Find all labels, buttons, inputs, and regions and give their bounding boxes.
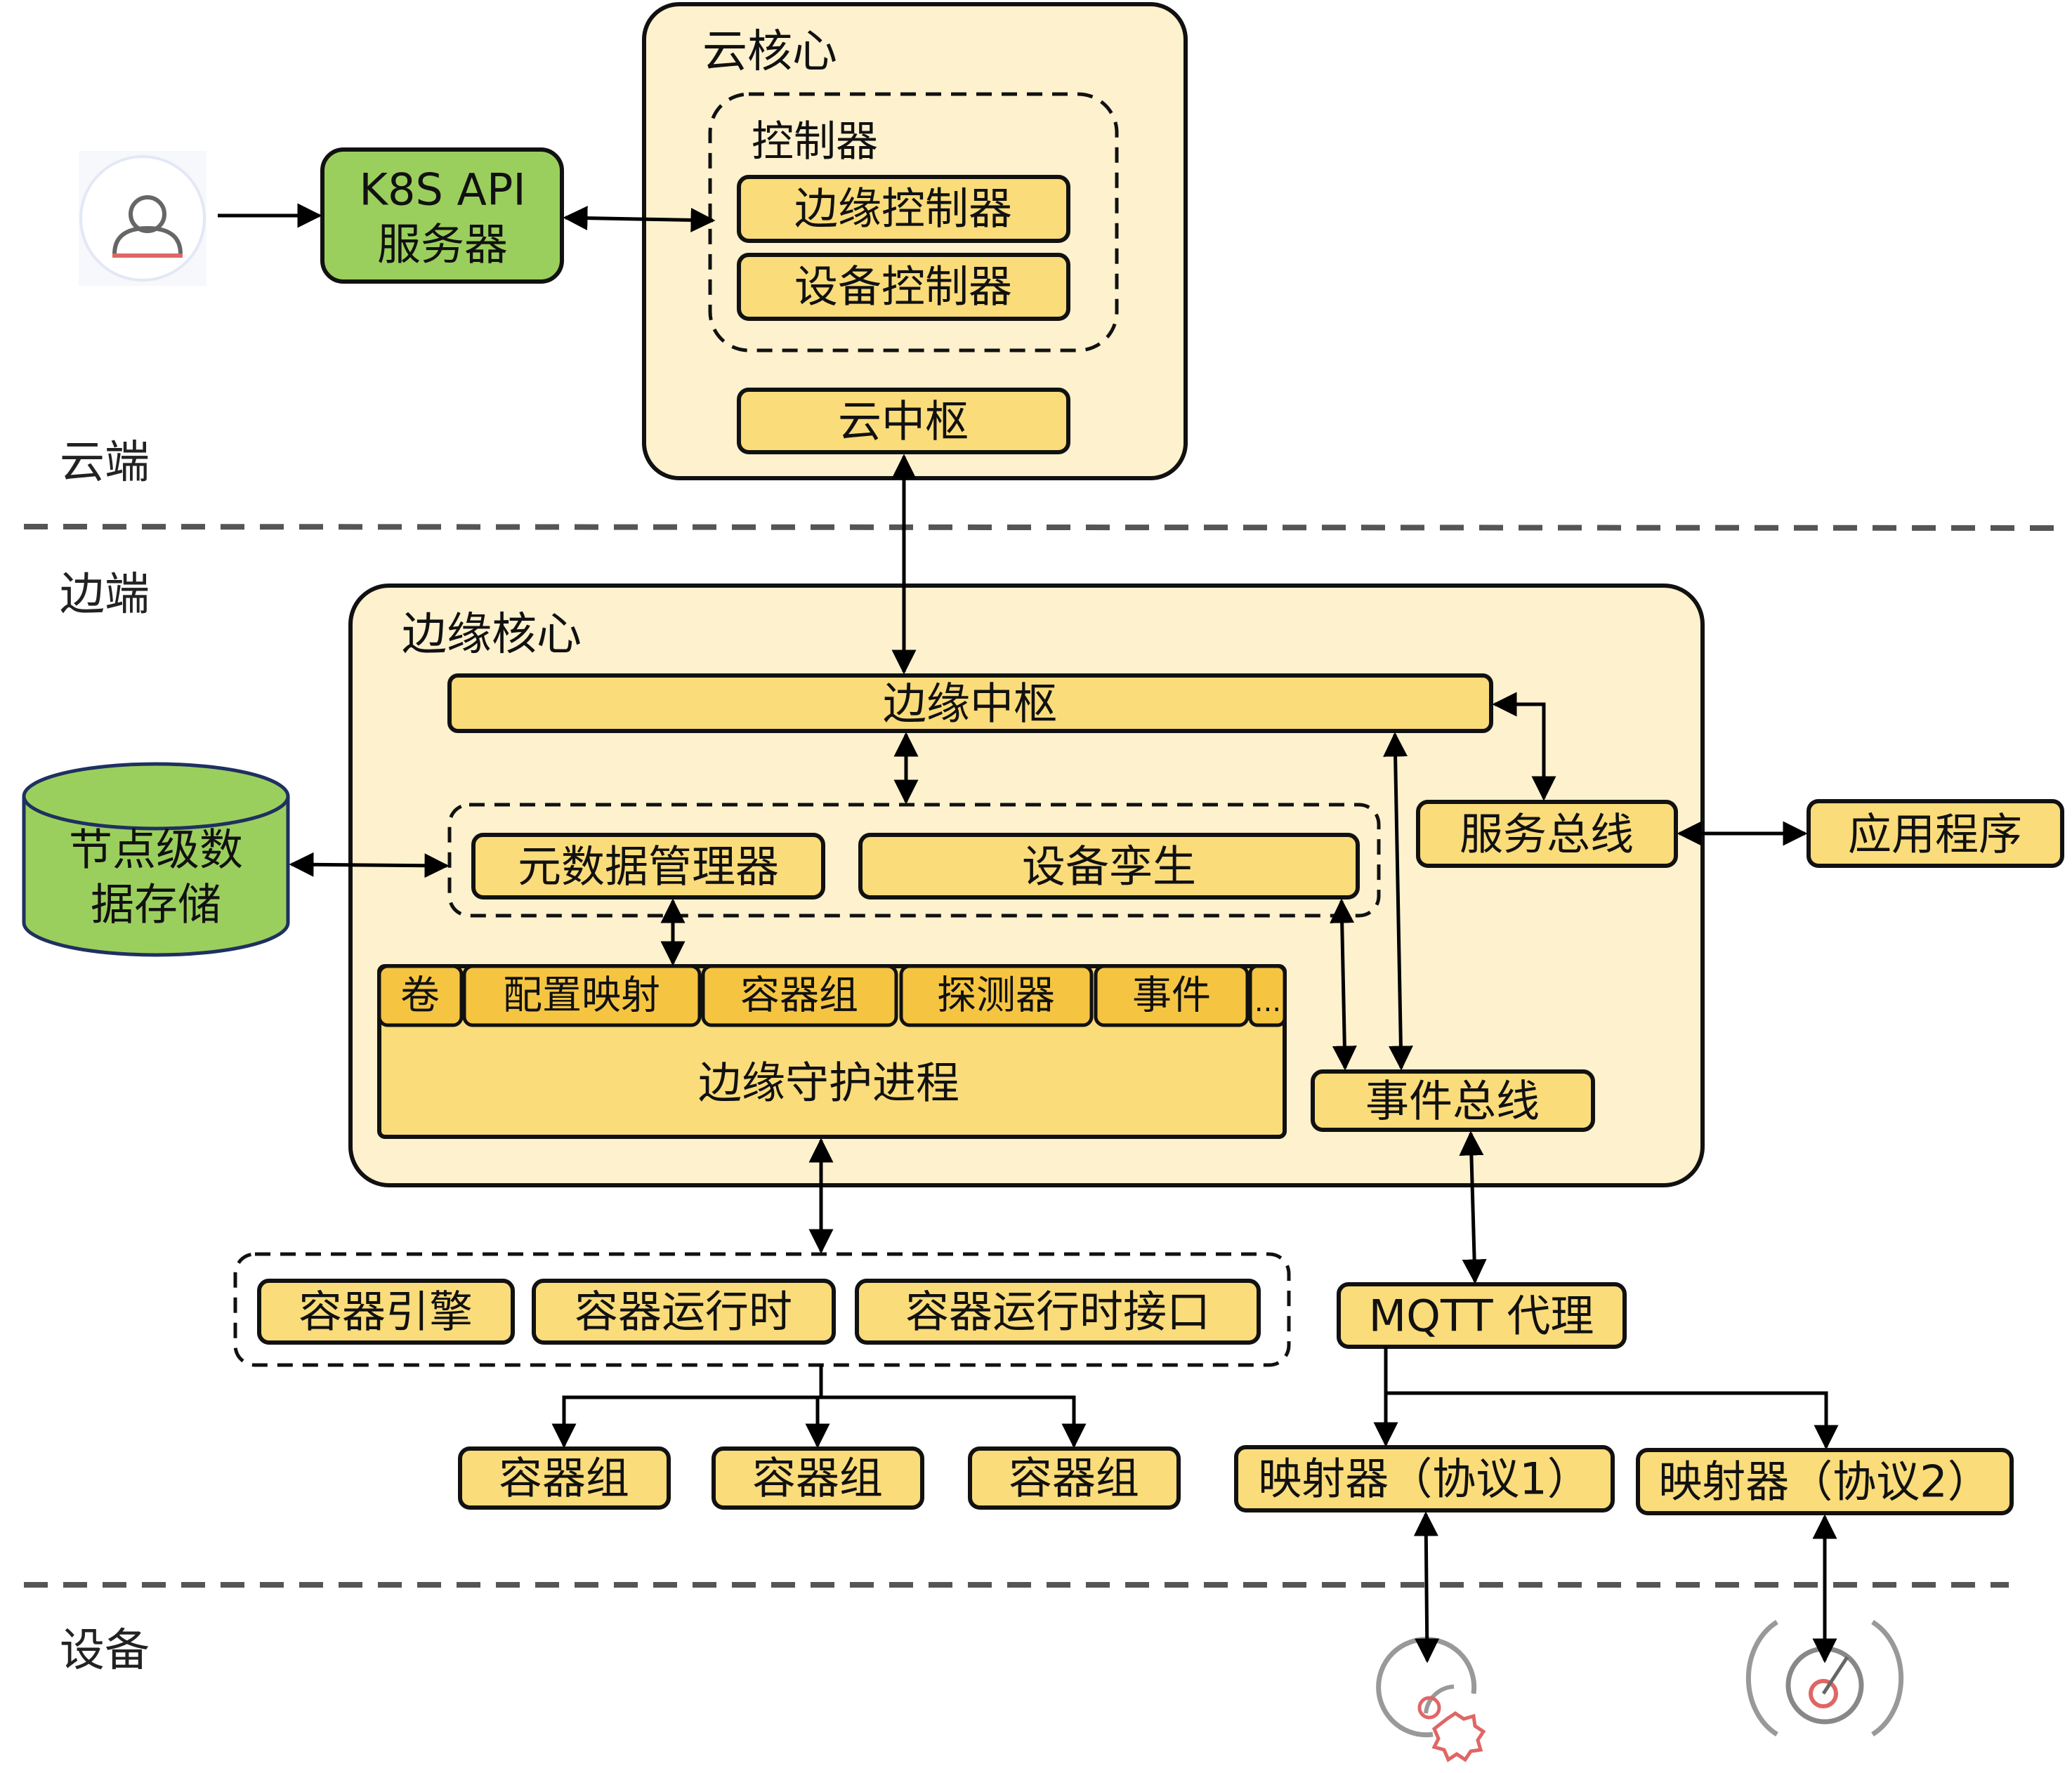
daemon-tab-more[interactable]: ... [1248,964,1287,1027]
event-bus[interactable]: 事件总线 [1311,1069,1595,1132]
connectors [218,203,1839,1663]
svg-text:服务总线: 服务总线 [1460,809,1634,860]
svg-text:设备控制器: 设备控制器 [794,261,1012,312]
arrow-mapper1-device [1413,1511,1440,1663]
svg-text:容器运行时: 容器运行时 [575,1286,792,1338]
arrow-storage-group [289,852,450,878]
user-icon [79,151,206,286]
device-twin[interactable]: 设备孪生 [858,833,1360,899]
svg-text:事件: 事件 [1132,973,1211,1019]
svg-text:映射器（协议2）: 映射器（协议2） [1658,1456,1991,1508]
arrow-api-controllers [563,206,716,232]
k8s-api-server[interactable]: K8S API 服务器 [320,147,564,284]
cloud-edge-separator [23,524,2066,531]
cloud-hub[interactable]: 云中枢 [737,388,1070,454]
svg-text:节点级数: 节点级数 [69,824,243,876]
svg-text:探测器: 探测器 [937,973,1055,1019]
controllers-title: 控制器 [752,117,878,166]
container-engine[interactable]: 容器引擎 [257,1279,515,1345]
svg-text:映射器（协议1）: 映射器（协议1） [1258,1454,1590,1505]
cloud-core-title: 云核心 [702,26,837,78]
svg-text:云中枢: 云中枢 [838,396,969,447]
daemon-tab-pod[interactable]: 容器组 [701,964,898,1027]
mqtt-broker[interactable]: MQTT 代理 [1337,1282,1627,1349]
arrow-edgehub-servicebus [1492,692,1556,801]
pod-1[interactable]: 容器组 [458,1446,671,1510]
daemon-tab-volume[interactable]: 卷 [377,964,464,1027]
node-level-data-store[interactable]: 节点级数 据存储 [22,762,290,957]
svg-text:容器运行时接口: 容器运行时接口 [905,1286,1210,1338]
daemon-tabs: 卷 配置映射 容器组 探测器 事件 ... [377,964,1287,1027]
svg-text:据存储: 据存储 [91,879,221,930]
svg-text:边缘中枢: 边缘中枢 [883,678,1057,730]
application[interactable]: 应用程序 [1807,799,2064,868]
zone-label-edge: 边端 [60,569,150,621]
svg-text:容器组: 容器组 [752,1453,883,1504]
svg-text:...: ... [1254,986,1281,1018]
cloud-core: 云核心 控制器 边缘控制器 设备控制器 云中枢 [642,2,1188,480]
svg-text:容器组: 容器组 [1009,1453,1139,1504]
zone-label-cloud: 云端 [60,437,150,489]
mapper-protocol-1[interactable]: 映射器（协议1） [1234,1445,1615,1512]
zone-label-device: 设备 [60,1625,150,1677]
metadata-twin-group [447,803,1381,918]
arrow-edgehub-eventbus [1383,732,1413,1071]
svg-text:应用程序: 应用程序 [1848,809,2022,860]
svg-text:元数据管理器: 元数据管理器 [518,841,779,892]
arrow-eventbus-mqtt [1459,1131,1487,1284]
mapper-protocol-2[interactable]: 映射器（协议2） [1636,1448,2014,1515]
device-sensor-icon [1376,1637,1486,1762]
pod-2[interactable]: 容器组 [712,1446,924,1510]
svg-text:配置映射: 配置映射 [503,973,660,1019]
arrow-twin-eventbus [1330,898,1357,1071]
container-runtime-group [233,1252,1291,1367]
line-mqtt-mapper2 [1386,1391,1839,1450]
svg-text:K8S API: K8S API [359,164,525,216]
daemon-tab-event[interactable]: 事件 [1094,964,1250,1027]
metadata-manager[interactable]: 元数据管理器 [471,833,825,899]
daemon-tab-probe[interactable]: 探测器 [899,964,1094,1027]
svg-text:事件总线: 事件总线 [1365,1076,1540,1127]
edge-core-title: 边缘核心 [402,609,582,661]
svg-text:容器组: 容器组 [499,1453,629,1504]
device-controller[interactable]: 设备控制器 [737,253,1070,321]
svg-text:设备孪生: 设备孪生 [1022,841,1196,892]
container-runtime[interactable]: 容器运行时 [532,1279,836,1345]
pod-3[interactable]: 容器组 [968,1446,1181,1510]
svg-text:服务器: 服务器 [377,219,508,270]
edge-controller[interactable]: 边缘控制器 [737,175,1070,243]
svg-text:边缘控制器: 边缘控制器 [794,183,1012,235]
daemon-tab-configmap[interactable]: 配置映射 [462,964,702,1027]
svg-text:边缘守护进程: 边缘守护进程 [698,1057,959,1109]
svg-text:容器引擎: 容器引擎 [299,1286,473,1338]
svg-text:MQTT 代理: MQTT 代理 [1369,1291,1594,1342]
edge-hub[interactable]: 边缘中枢 [447,673,1493,733]
svg-text:卷: 卷 [400,973,440,1019]
container-runtime-interface[interactable]: 容器运行时接口 [855,1279,1261,1345]
controllers-group [708,92,1119,352]
service-bus[interactable]: 服务总线 [1416,800,1678,868]
svg-text:容器组: 容器组 [740,973,858,1019]
edge-core: 边缘核心 边缘中枢 元数据管理器 设备孪生 边缘守护进程 卷 配置映射 容器组 … [348,584,1705,1187]
